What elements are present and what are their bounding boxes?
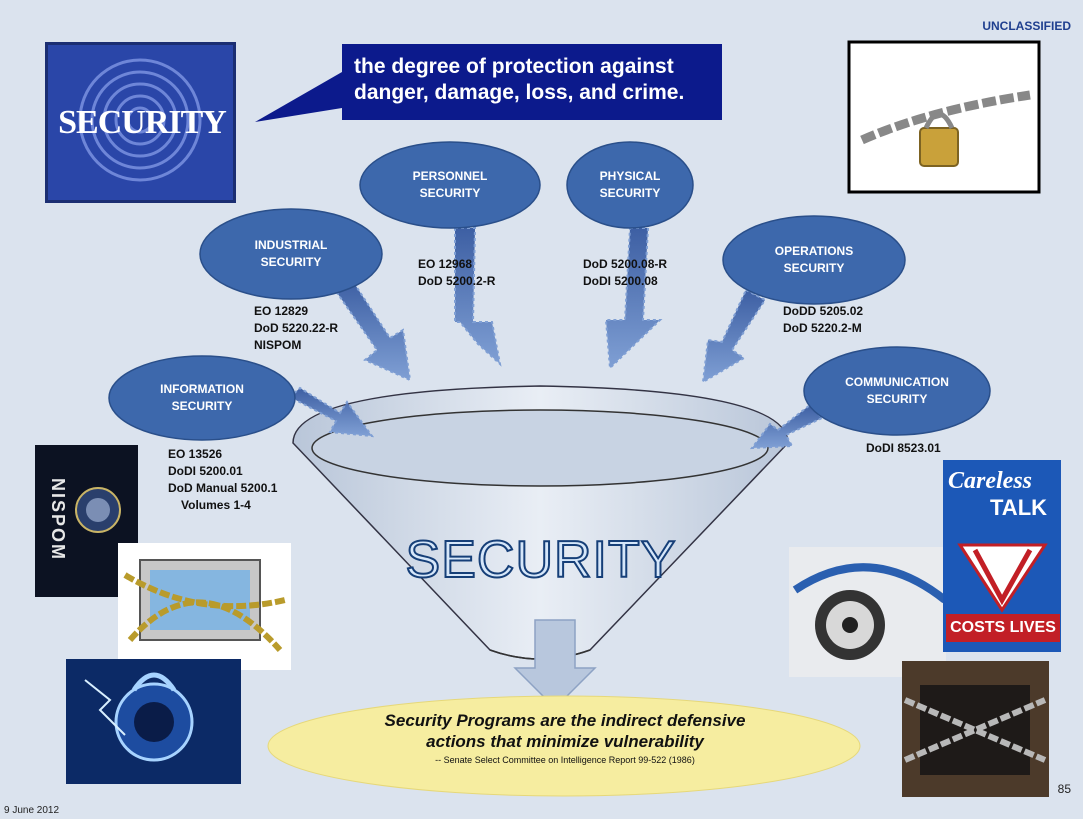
refs-industrial: EO 12829 DoD 5220.22-R NISPOM — [254, 304, 339, 352]
quote-ellipse — [267, 695, 861, 797]
poster-costs-lives: COSTS LIVES — [946, 614, 1060, 642]
oval-label-industrial: INDUSTRIAL SECURITY — [254, 238, 328, 269]
arrow-information — [288, 386, 375, 438]
chained-computer-image — [118, 543, 291, 670]
quote-source: -- Senate Select Committee on Intelligen… — [435, 755, 695, 765]
arrow-industrial — [331, 278, 412, 382]
footer-date: 9 June 2012 — [4, 805, 60, 816]
oval-label-information: INFORMATION SECURITY — [160, 382, 244, 413]
funnel-rim — [311, 409, 769, 487]
quote-line-2: actions that minimize vulnerability — [426, 732, 704, 751]
callout-tail — [255, 72, 342, 122]
refs-personnel: EO 12968 DoD 5200.2-R — [418, 257, 496, 288]
classification-marking: UNCLASSIFIED — [982, 19, 1071, 33]
arrow-physical — [604, 227, 663, 371]
security-fingerprint-image — [45, 42, 236, 203]
arrow-communication — [749, 403, 824, 450]
poster-careless: Careless — [948, 468, 1032, 494]
oval-label-operations: OPERATIONS SECURITY — [774, 244, 854, 275]
definition-line-1: the degree of protection against — [354, 55, 674, 78]
refs-operations: DoDD 5205.02 DoD 5220.2-M — [783, 304, 864, 335]
refs-communication: DoDI 8523.01 — [866, 441, 941, 455]
oval-information — [108, 355, 296, 441]
funnel-title: SECURITY — [405, 530, 677, 590]
electric-padlock-image — [66, 659, 241, 784]
nispom-spine-text: NISPOM — [48, 478, 68, 562]
security-logo-text: SECURITY — [58, 104, 227, 141]
chained-book-image — [902, 661, 1049, 797]
quote-block: Security Programs are the indirect defen… — [275, 710, 855, 765]
definition-callout: the degree of protection against danger,… — [342, 44, 722, 120]
refs-information: EO 13526 DoDI 5200.01 DoD Manual 5200.1 … — [168, 447, 278, 512]
oval-industrial — [199, 208, 383, 300]
arrow-personnel — [454, 227, 502, 367]
oval-operations — [722, 215, 906, 305]
poster-talk: TALK — [990, 495, 1048, 520]
oval-physical — [566, 141, 694, 229]
refs-physical: DoD 5200.08-R DoDI 5200.08 — [583, 257, 668, 288]
page-number: 85 — [1057, 782, 1071, 796]
oval-label-personnel: PERSONNEL SECURITY — [412, 169, 488, 200]
funnel-arrow — [513, 619, 597, 710]
arrow-operations — [701, 288, 767, 384]
oval-label-communication: COMMUNICATION SECURITY — [845, 375, 949, 406]
cable-combination-lock-image — [789, 547, 948, 677]
definition-line-2: danger, damage, loss, and crime. — [354, 81, 685, 104]
quote-line-1: Security Programs are the indirect defen… — [384, 711, 746, 730]
oval-communication — [803, 346, 991, 436]
oval-personnel — [359, 141, 541, 229]
oval-label-physical: PHYSICAL SECURITY — [599, 169, 661, 200]
chain-padlock-image — [847, 40, 1041, 194]
